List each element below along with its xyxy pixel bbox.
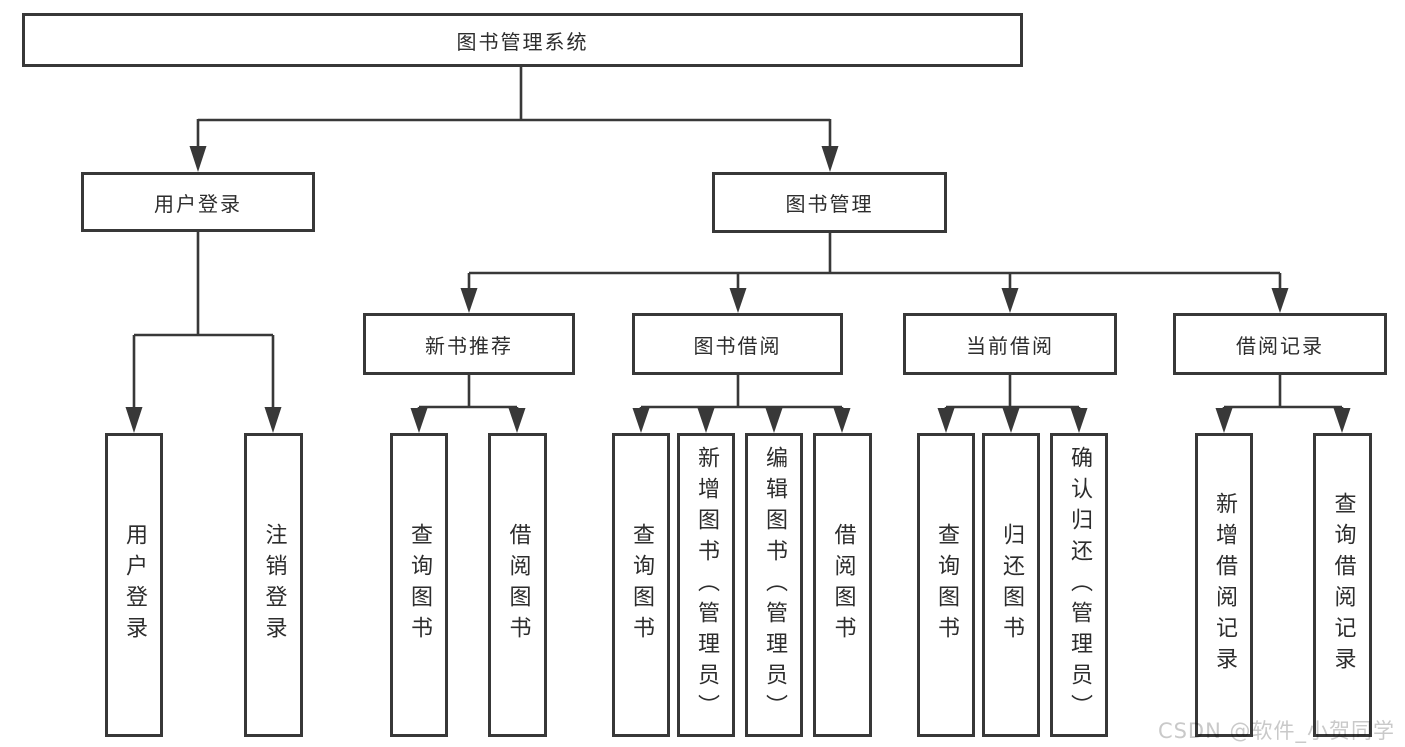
arrowhead bbox=[125, 407, 143, 433]
node-label: 借阅图书 bbox=[505, 523, 531, 647]
node-book-management: 图书管理 bbox=[712, 172, 947, 233]
arrowhead bbox=[1002, 408, 1020, 433]
node-label: 用户登录 bbox=[154, 191, 242, 216]
arrowhead bbox=[1215, 408, 1233, 433]
connector-bookmgmt-to-level3 bbox=[467, 233, 1282, 290]
node-label: 图书借阅 bbox=[693, 333, 782, 358]
node-leaf-borrow-books-recommend: 借阅图书 bbox=[488, 433, 547, 737]
node-label: 确认归还（管理员） bbox=[1067, 445, 1092, 725]
connector-borrowing-to-leaves bbox=[639, 375, 844, 410]
node-label: 查询图书 bbox=[407, 523, 432, 647]
arrowhead bbox=[460, 288, 478, 313]
node-leaf-edit-book-admin: 编辑图书（管理员） bbox=[745, 433, 803, 737]
node-label: 图书管理系统 bbox=[456, 29, 589, 54]
node-label: 新书推荐 bbox=[425, 333, 513, 358]
node-leaf-add-borrow-record: 新增借阅记录 bbox=[1195, 433, 1253, 737]
node-label: 查询图书 bbox=[629, 523, 654, 647]
arrowhead bbox=[937, 408, 955, 433]
arrowhead bbox=[508, 408, 526, 433]
node-library-management-system: 图书管理系统 bbox=[22, 13, 1023, 67]
watermark-csdn: CSDN @软件_小贺同学 bbox=[1157, 719, 1395, 743]
node-label: 借阅图书 bbox=[830, 523, 856, 647]
node-book-borrowing: 图书借阅 bbox=[632, 313, 843, 375]
arrowhead bbox=[821, 146, 839, 172]
node-borrowing-records: 借阅记录 bbox=[1173, 313, 1387, 375]
node-leaf-user-login: 用户登录 bbox=[105, 433, 163, 737]
connector-root-to-level2 bbox=[196, 67, 832, 150]
node-leaf-borrow-books: 借阅图书 bbox=[813, 433, 872, 737]
node-leaf-add-book-admin: 新增图书（管理员） bbox=[677, 433, 735, 737]
node-user-login: 用户登录 bbox=[81, 172, 315, 232]
connector-records-to-leaves bbox=[1222, 375, 1344, 410]
connector-userlogin-to-leaves bbox=[132, 232, 275, 409]
node-label: 查询借阅记录 bbox=[1330, 492, 1356, 678]
node-label: 图书管理 bbox=[785, 192, 874, 216]
node-label: 借阅记录 bbox=[1236, 333, 1324, 358]
arrowhead bbox=[632, 408, 650, 433]
arrowhead bbox=[264, 407, 282, 433]
node-label: 新增借阅记录 bbox=[1212, 492, 1237, 678]
node-leaf-query-books-recommend: 查询图书 bbox=[390, 433, 448, 737]
node-label: 查询图书 bbox=[934, 523, 959, 647]
arrowhead bbox=[1070, 408, 1088, 433]
node-label: 用户登录 bbox=[122, 523, 147, 647]
node-label: 注销登录 bbox=[261, 523, 287, 647]
node-new-book-recommendation: 新书推荐 bbox=[363, 313, 575, 375]
arrowhead bbox=[765, 408, 783, 433]
arrowhead bbox=[1001, 288, 1019, 313]
connector-recommend-to-leaves bbox=[417, 375, 519, 410]
arrowhead bbox=[1333, 408, 1351, 433]
node-leaf-query-books-borrowing: 查询图书 bbox=[612, 433, 670, 737]
arrowhead bbox=[729, 288, 747, 313]
node-leaf-query-books-current: 查询图书 bbox=[917, 433, 975, 737]
arrowhead bbox=[1271, 288, 1289, 313]
node-current-borrowing: 当前借阅 bbox=[903, 313, 1117, 375]
arrowhead bbox=[833, 408, 851, 433]
node-label: 归还图书 bbox=[999, 523, 1024, 647]
node-leaf-logout: 注销登录 bbox=[244, 433, 303, 737]
arrowhead bbox=[697, 408, 715, 433]
connector-current-to-leaves bbox=[944, 375, 1081, 410]
arrowhead bbox=[410, 408, 428, 433]
node-label: 新增图书（管理员） bbox=[694, 445, 719, 725]
node-leaf-query-borrow-record: 查询借阅记录 bbox=[1313, 433, 1372, 737]
node-label: 编辑图书（管理员） bbox=[762, 445, 787, 725]
node-leaf-return-book: 归还图书 bbox=[982, 433, 1040, 737]
node-label: 当前借阅 bbox=[966, 333, 1054, 358]
arrowhead bbox=[189, 146, 207, 172]
node-leaf-confirm-return-admin: 确认归还（管理员） bbox=[1050, 433, 1108, 737]
